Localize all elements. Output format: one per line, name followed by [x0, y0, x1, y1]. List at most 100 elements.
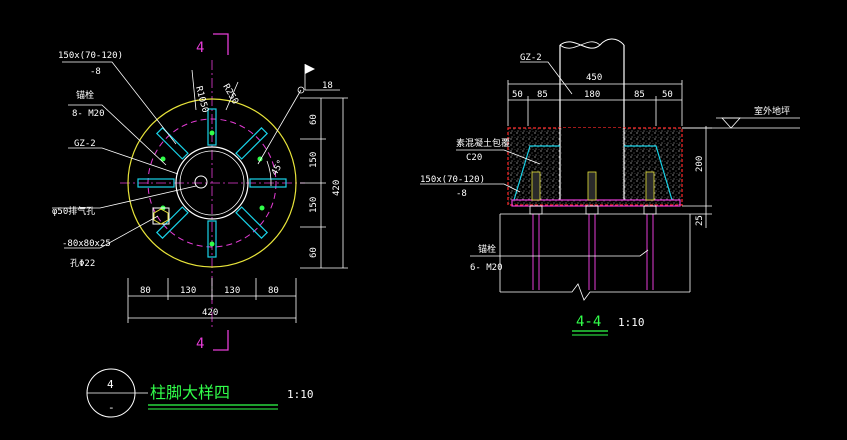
ground-label: 室外地坪: [754, 105, 790, 117]
section-column-label: GZ-2: [520, 53, 542, 63]
section-title-label: 4-4: [576, 314, 601, 330]
stiffener-plate: [207, 220, 217, 258]
stiffener-plate: [155, 126, 189, 160]
section-dim-top-label: 180: [584, 90, 600, 100]
section-marker-top: 4: [196, 33, 229, 56]
dim-bottom-label: 80: [268, 286, 279, 296]
vent-hole-label: φ50排气孔: [52, 205, 95, 217]
dim-right-label: 60: [309, 114, 319, 125]
column-tube-outer: [175, 146, 249, 220]
section-leaders: [420, 61, 649, 257]
title-block: 4 - 柱脚大样四 1:10: [86, 368, 314, 418]
section-dim-right-upper: 200: [695, 156, 705, 172]
stiffener-plate: [235, 126, 269, 160]
flag-node: [297, 86, 305, 94]
section-marker-bottom-bracket: [213, 330, 229, 351]
flag-leader: [257, 89, 302, 165]
bolt-circle: [147, 118, 277, 248]
leader-anchor: [68, 104, 167, 166]
section-marker-bottom: 4: [196, 330, 229, 352]
washer-plate: [152, 207, 170, 225]
section-view: 450 50 85 180 85 50 200 25 室外地坪: [420, 38, 800, 336]
dim-top-label: 18: [322, 81, 333, 91]
section-scale-label: 1:10: [618, 316, 645, 329]
radius-leader: [225, 81, 239, 111]
dim-right-label: 150: [309, 197, 319, 213]
anchor-title-label: 锚栓: [76, 89, 94, 101]
radius-leader: [191, 69, 197, 111]
anchor-bolt: [160, 156, 166, 162]
washer-hole-label: 孔Φ22: [70, 258, 95, 269]
section-marker-top-label: 4: [196, 40, 204, 56]
bolt-nut: [585, 205, 599, 215]
section-plate-label: 150x(70-120): [420, 175, 485, 185]
washer: [152, 207, 170, 225]
bolt-shank-upper: [645, 171, 655, 201]
bolt-nut: [529, 205, 543, 215]
plan-dim-bottom: 80 130 130 80 420: [127, 278, 297, 323]
section-anchor-spec-label: 6- M20: [470, 263, 503, 273]
dim-right-total: 420: [332, 180, 342, 196]
dim-right-label: 150: [309, 152, 319, 168]
concrete-title-label: 素混凝土包覆: [456, 137, 510, 149]
stiffener-plate: [137, 178, 175, 188]
bolt-shank-upper: [587, 171, 597, 201]
anchor-bolt: [209, 241, 215, 247]
detail-title: 柱脚大样四: [150, 383, 230, 402]
section-bolts: [529, 171, 657, 290]
plate-label: 150x(70-120): [58, 51, 123, 61]
column-break-top: [559, 38, 625, 49]
dim-bottom-label: 130: [224, 286, 240, 296]
radius-r250-label: R250: [220, 83, 240, 107]
leader-plate: [62, 61, 177, 145]
column-label: GZ-2: [74, 139, 96, 149]
plate-thk-label: -8: [90, 67, 101, 77]
section-title: 4-4 1:10: [572, 314, 645, 336]
section-anchor-title-label: 锚栓: [478, 243, 496, 255]
section-dim-total: 450: [586, 73, 602, 83]
ground-level-marker: 室外地坪: [682, 105, 800, 129]
elevation-flag: 18: [257, 64, 340, 165]
dim-right-label: 60: [309, 247, 319, 258]
leader-column: [520, 61, 573, 95]
anchor-spec-label: 8- M20: [72, 109, 105, 119]
section-marker-bottom-label: 4: [196, 336, 204, 352]
stiffener-plate: [249, 178, 287, 188]
washer-label: -80x80x25: [62, 239, 111, 249]
anchor-bolt: [259, 205, 265, 211]
detail-sheet: -: [108, 401, 115, 414]
bolt-nut: [643, 205, 657, 215]
flag-icon: [305, 64, 315, 74]
angle-label: 45°: [270, 158, 287, 177]
stiffener-outline: [513, 145, 673, 201]
plan-leaders: [52, 61, 197, 249]
section-dim-right: 200 25: [682, 126, 712, 228]
concrete-grade-label: C20: [466, 153, 482, 163]
leader-anchor: [470, 249, 649, 257]
section-marker-top-bracket: [213, 33, 229, 55]
section-dim-top-label: 50: [662, 90, 673, 100]
washer-nut: [153, 208, 169, 225]
angle-arc: [266, 160, 272, 187]
leader-washer: [64, 215, 159, 249]
section-bolt: [643, 171, 657, 290]
section-dim-top-label: 85: [634, 90, 645, 100]
column-tube-inner: [179, 150, 245, 216]
stiffener-plates: [137, 108, 287, 258]
ground-triangle-icon: [721, 117, 741, 129]
section-dim-top: 450 50 85 180 85 50: [507, 73, 683, 126]
section-dim-top-label: 50: [512, 90, 523, 100]
leader-plate: [420, 183, 521, 193]
leader-concrete: [456, 149, 541, 165]
section-bolt: [585, 171, 599, 290]
anchor-bolt: [209, 130, 215, 136]
plan-view: 4: [52, 33, 348, 352]
section-dim-right-lower: 25: [695, 215, 705, 226]
section-bolt: [529, 171, 543, 290]
stiffener-plate: [155, 206, 189, 240]
anchor-bolts: [160, 130, 265, 247]
section-dim-top-label: 85: [537, 90, 548, 100]
section-plate-thk-label: -8: [456, 189, 467, 199]
plan-dim-right: 60 150 150 60 420: [300, 97, 348, 269]
